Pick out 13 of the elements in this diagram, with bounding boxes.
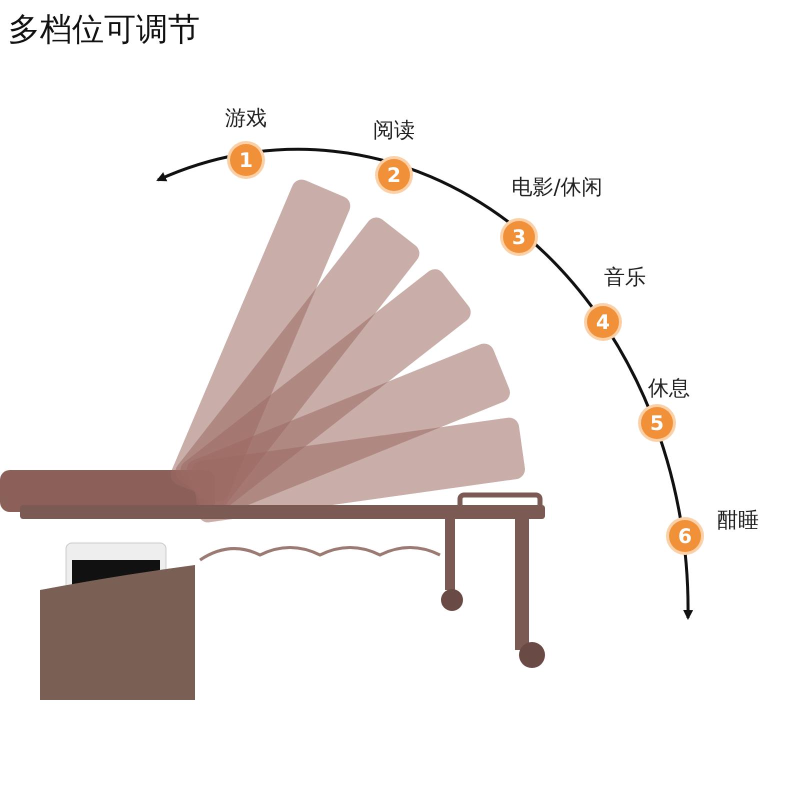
- title: 多档位可调节: [8, 9, 200, 50]
- position-label: 电影/休闲: [511, 174, 603, 201]
- step-number: 3: [512, 227, 526, 247]
- position-label: 酣睡: [717, 507, 759, 534]
- step-number: 6: [678, 526, 692, 546]
- step-number: 2: [387, 165, 401, 185]
- step-number: 5: [650, 413, 664, 433]
- step-number: 4: [596, 312, 610, 332]
- position-label: 游戏: [225, 105, 267, 132]
- position-label: 阅读: [373, 117, 415, 144]
- position-label: 休息: [648, 375, 690, 402]
- position-label: 音乐: [604, 264, 646, 291]
- step-number: 1: [239, 150, 253, 170]
